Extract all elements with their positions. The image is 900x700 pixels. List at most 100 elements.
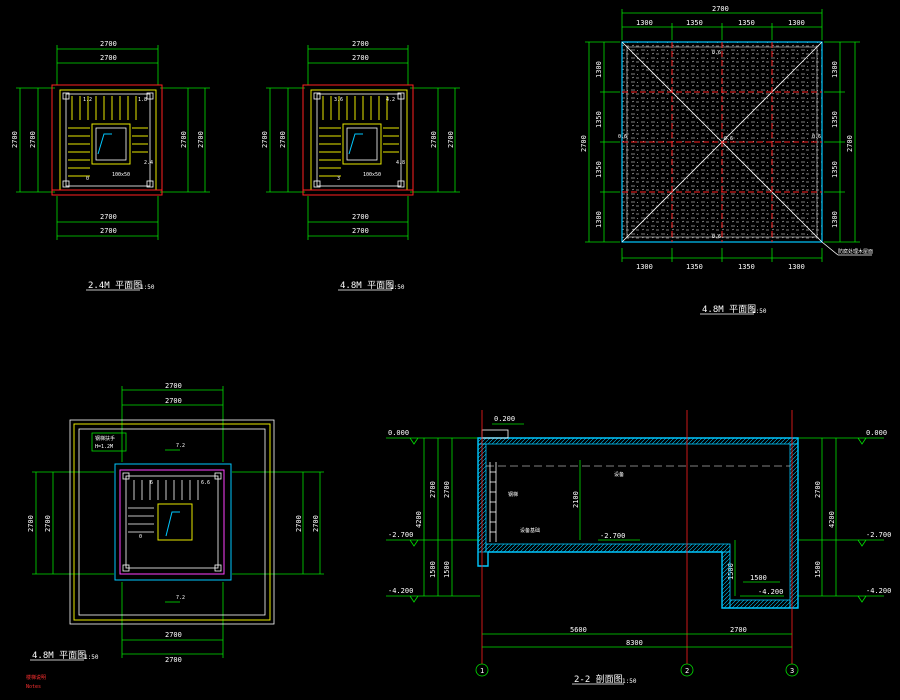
roof-dim-top-2: 1350 [686, 19, 703, 27]
plan2-dim-bottom-2: 2700 [352, 227, 369, 235]
section-elevation-marks [386, 437, 884, 603]
section-axis-lines [481, 410, 793, 664]
plan2-dim-right-2: 2700 [447, 131, 455, 148]
plan1-stair-well-inner [95, 127, 127, 161]
section-dim-left-outer: 4200 [415, 511, 423, 528]
roof-scale: 1:50 [752, 308, 767, 315]
section-floor-slab [485, 543, 731, 553]
plan3-shaft-inner [125, 475, 219, 569]
plan-2-4m: 2700 2700 2700 2700 2700 2700 2700 2700 … [11, 40, 210, 291]
roof-dim-bottom-1: 1300 [636, 263, 653, 271]
section-outer-structure [477, 437, 799, 609]
section-label-equipment: 设备 [614, 471, 624, 478]
plan3-label-1: 7.2 [176, 443, 185, 449]
plan1-dimension-lines [16, 45, 210, 240]
section-pit-floor [729, 599, 791, 609]
plan3-dim-top-1: 2700 [165, 382, 182, 390]
plan3-red-note-1: 楼梯说明 [26, 674, 46, 681]
plan2-dim-left-1: 2700 [261, 131, 269, 148]
plan2-label-3: 4.8 [396, 160, 405, 166]
roof-dim-right-total: 2700 [846, 135, 854, 152]
plan1-dim-bottom-2: 2700 [100, 227, 117, 235]
plan2-outer-wall [302, 84, 414, 196]
roof-note-leader [821, 241, 839, 256]
roof-dim-top-4: 1300 [788, 19, 805, 27]
roof-dim-right-1: 1300 [831, 61, 839, 78]
plan2-label-1: 3.6 [334, 97, 343, 103]
plan3-title: 4.8M 平面图 [32, 650, 86, 661]
plan3-dim-top-2: 2700 [165, 397, 182, 405]
plan1-wall [59, 89, 157, 191]
roof-dim-top-3: 1350 [738, 19, 755, 27]
plan2-label-2: 4.2 [386, 97, 395, 103]
roof-slope-top: 0.6 [712, 50, 721, 56]
plan3-platform-edge [73, 423, 271, 621]
section-elev-mid: -2.700 [388, 531, 413, 539]
plan1-dim-right-1: 2700 [180, 131, 188, 148]
plan1-dim-top-2: 2700 [100, 54, 117, 62]
plan1-stair-treads [68, 96, 148, 177]
section-scale: 1:50 [622, 678, 637, 685]
plan3-scale: 1:50 [84, 654, 99, 661]
section-roof-slab [477, 437, 799, 445]
section-axis-bubble-2: 2 [680, 663, 694, 677]
plan3-label-2: 6 [150, 480, 153, 486]
roof-dim-top-total: 2700 [712, 5, 729, 13]
roof-dim-left-1: 1300 [595, 61, 603, 78]
section-pit-wall [721, 551, 731, 609]
section-dim-left-inner-2: 1500 [443, 561, 451, 578]
plan1-label-5: 100x50 [112, 172, 130, 178]
plan3-note-box [91, 432, 127, 452]
section-label-base: 设备基础 [520, 527, 540, 534]
section-axis-bubble-1: 1 [475, 663, 489, 677]
plan1-dim-right-2: 2700 [197, 131, 205, 148]
section-elev-top: 0.000 [388, 429, 409, 437]
roof-note: 防腐处理木屋面 [838, 248, 873, 255]
roof-dim-right-4: 1300 [831, 211, 839, 228]
section-dim-bottom-1: 5600 [570, 626, 587, 634]
section-2-2: 0.000 0.000 -2.700 -2.700 -4.200 -4.200 … [386, 410, 891, 685]
roof-slope-bottom: 0.6 [712, 234, 721, 240]
plan3-columns [122, 472, 222, 572]
section-elev-cover: 0.200 [494, 415, 515, 423]
plan1-outer-wall [51, 84, 163, 196]
section-dim-bottom-total: 8300 [626, 639, 643, 647]
plan2-dimension-lines [266, 45, 460, 240]
section-dim-right-2: 1500 [814, 561, 822, 578]
plan1-title: 2.4M 平面图 [88, 280, 142, 291]
plan1-scale: 1:50 [140, 284, 155, 291]
section-dim-left-inner-1: 2700 [443, 481, 451, 498]
plan1-stair-well [91, 123, 131, 165]
plan2-scale: 1:50 [390, 284, 405, 291]
plan3-label-5: 7.2 [176, 595, 185, 601]
section-elev-mid-inner: -2.700 [600, 532, 625, 540]
section-bottom-dim-lines [482, 633, 792, 648]
section-dim-inner-height: 2100 [572, 491, 580, 508]
plan1-label-2: 1.8 [138, 97, 147, 103]
roof-dim-bottom-4: 1300 [788, 263, 805, 271]
plan3-label-4: 0 [139, 534, 142, 540]
roof-dimension-lines [585, 9, 860, 262]
plan2-dim-top-1: 2700 [352, 40, 369, 48]
plan3-platform-inner [78, 428, 266, 616]
section-right-wall [789, 443, 799, 609]
plan2-dim-top-2: 2700 [352, 54, 369, 62]
roof-dim-left-3: 1350 [595, 161, 603, 178]
plan1-label-1: 1.2 [83, 97, 92, 103]
plan2-title: 4.8M 平面图 [340, 280, 394, 291]
plan1-columns [62, 92, 154, 188]
plan3-note-line2: H=1.2M [95, 444, 113, 450]
roof-dim-left-4: 1300 [595, 211, 603, 228]
plan2-stair-treads [319, 96, 399, 177]
plan3-dim-bottom-2: 2700 [165, 656, 182, 664]
plan1-dim-left-1: 2700 [11, 131, 19, 148]
roof-dim-left-2: 1350 [595, 111, 603, 128]
section-dim-inner-step: 1500 [727, 563, 735, 580]
section-axis-label-1: 1 [480, 667, 484, 675]
plan2-stair-arrow [348, 133, 363, 155]
section-axis-bubble-3: 3 [785, 663, 799, 677]
section-elev-bottom-right: -4.200 [866, 587, 891, 595]
plan3-dimension-lines [32, 386, 324, 658]
plan1-inner-wall [65, 93, 151, 187]
roof-red-axes [622, 42, 822, 242]
